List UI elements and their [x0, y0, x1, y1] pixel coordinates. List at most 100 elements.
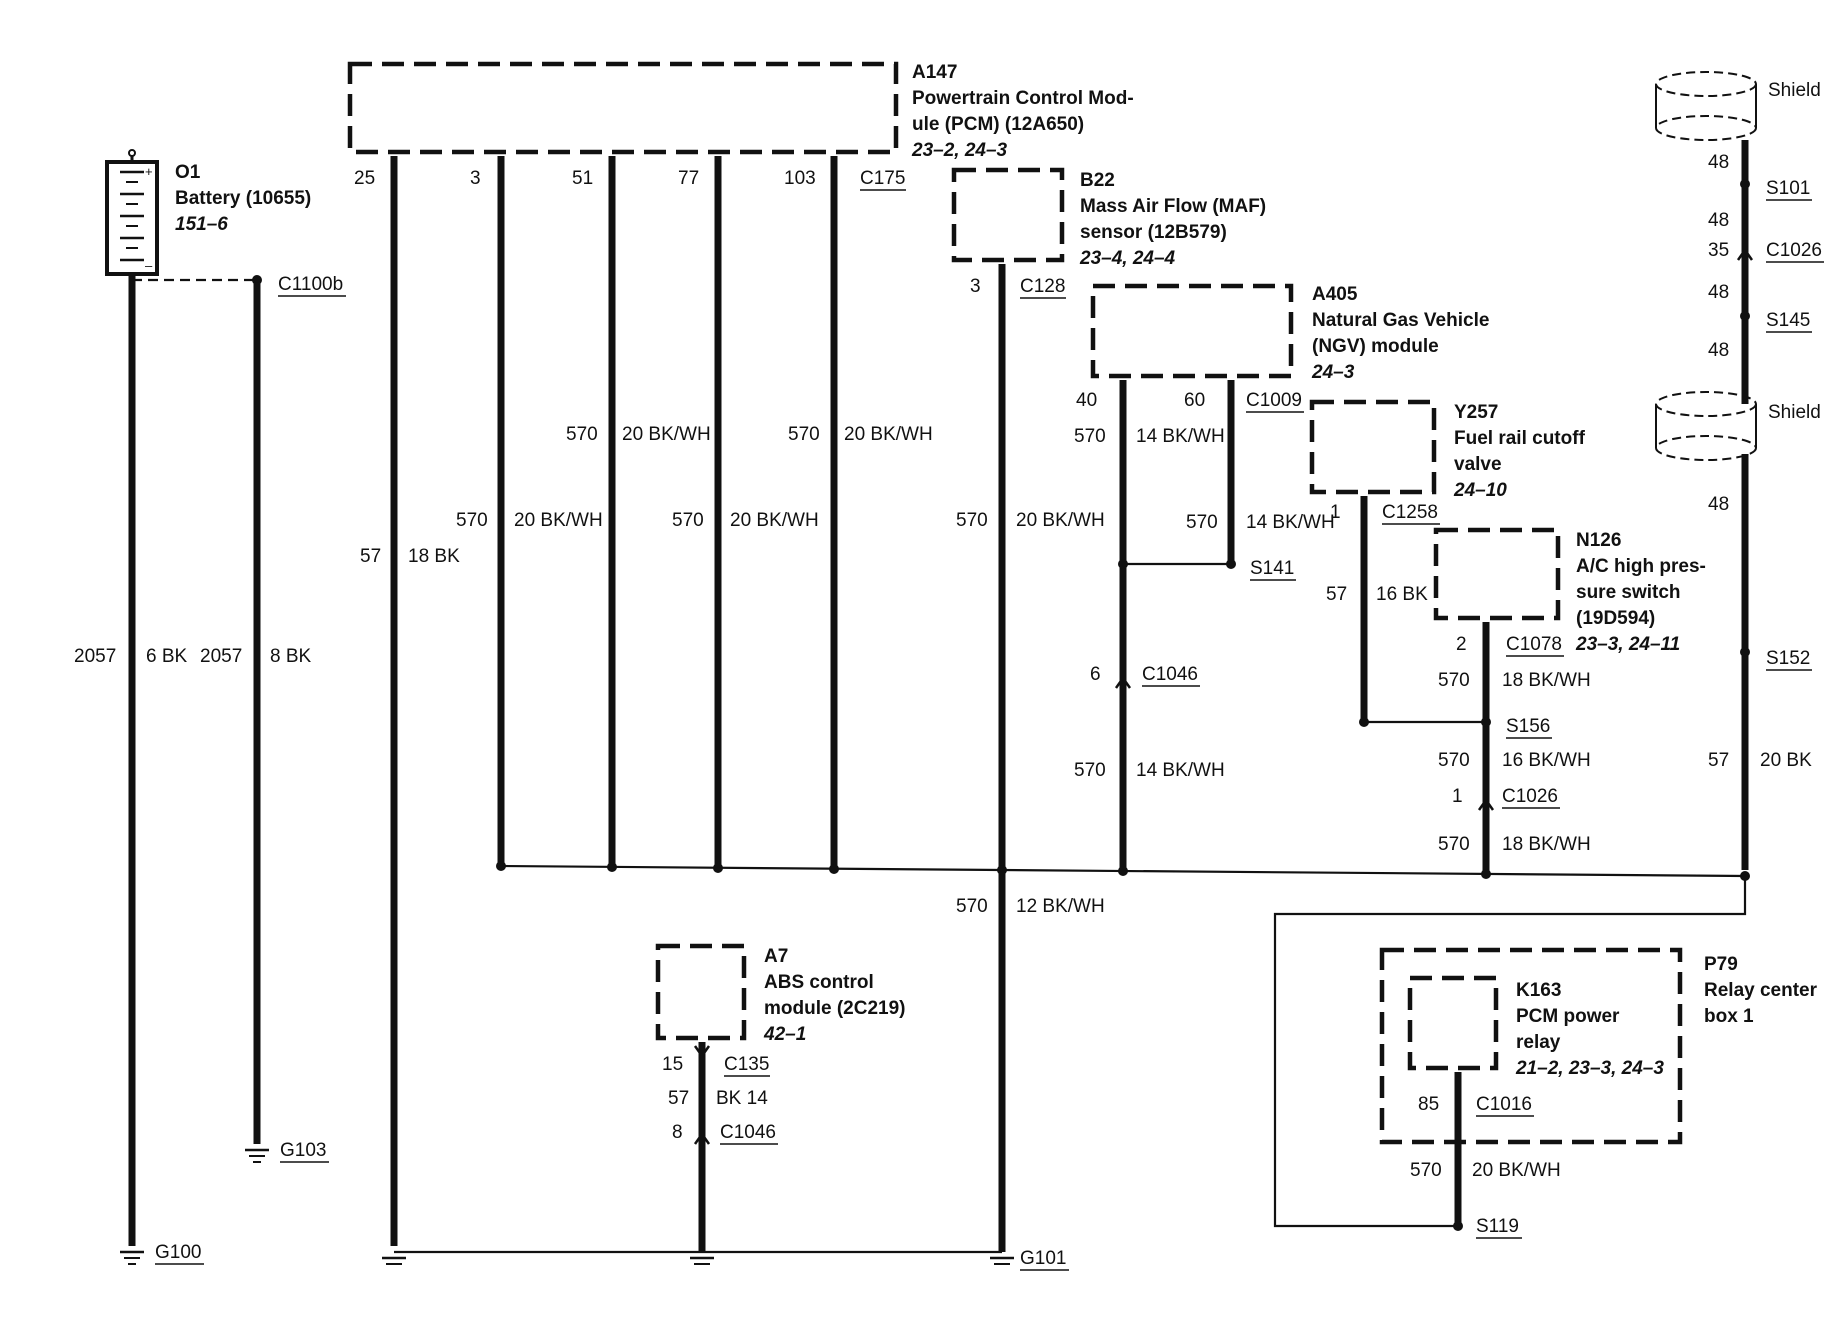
- ground-g100-symbol: [120, 1250, 144, 1265]
- connector-c1026-top-label: C1026: [1766, 240, 1822, 261]
- relay-pin-85: 85: [1418, 1094, 1439, 1115]
- connector-c128: C128: [1020, 276, 1065, 297]
- pcm-ref: 23–2, 24–3: [911, 140, 1008, 161]
- pcm-id: A147: [912, 62, 957, 83]
- ground-g103-symbol: [245, 1148, 269, 1163]
- wire-label-570b: 570: [566, 424, 598, 445]
- connector-c1046-abs: [693, 1131, 711, 1145]
- wire-label-570c: 570: [672, 510, 704, 531]
- wire-label-bk14: BK 14: [716, 1088, 768, 1109]
- relaybox-id: P79: [1704, 954, 1738, 975]
- ac-name-2: sure switch: [1576, 582, 1681, 603]
- wire-label-18bkwh-i: 18 BK/WH: [1502, 670, 1591, 691]
- connector-c1026-ac-label: C1026: [1502, 786, 1558, 807]
- pcm-name-2: ule (PCM) (12A650): [912, 114, 1084, 135]
- connector-c1046-ngv-label: C1046: [1142, 664, 1198, 685]
- pcm-name-1: Powertrain Control Mod-: [912, 88, 1134, 109]
- fuel-id: Y257: [1454, 402, 1498, 423]
- fuel-name-1: Fuel rail cutoff: [1454, 428, 1586, 449]
- splice-s156-label: S156: [1506, 716, 1550, 737]
- relay-center-box: [1379, 947, 1683, 1145]
- splice-bus-612: [607, 862, 617, 872]
- wire-label-20bkwh-b: 20 BK/WH: [622, 424, 711, 445]
- splice-s119-label: S119: [1476, 1216, 1519, 1237]
- splice-s156: [1481, 717, 1491, 727]
- wire-label-570j: 570: [1438, 750, 1470, 771]
- wire-label-2057a: 2057: [74, 646, 116, 667]
- pcm-relay-box: [1407, 975, 1499, 1071]
- wire-label-57d: 57: [668, 1088, 689, 1109]
- svg-text:+: +: [145, 164, 153, 179]
- connector-c135: C135: [724, 1054, 769, 1075]
- wire-label-570g: 570: [1186, 512, 1218, 533]
- wire-label-570m: 570: [1410, 1160, 1442, 1181]
- pin-3: 3: [470, 168, 481, 189]
- wire-label-570i: 570: [1438, 670, 1470, 691]
- ground-g101-symbol: [382, 1256, 1014, 1265]
- splice-s119: [1453, 1221, 1463, 1231]
- wire-label-16bk: 16 BK: [1376, 584, 1428, 605]
- splice-s152: [1740, 647, 1750, 657]
- wire-label-570k: 570: [1438, 834, 1470, 855]
- maf-name-2: sensor (12B579): [1080, 222, 1227, 243]
- battery-name: Battery (10655): [175, 188, 311, 209]
- abs-name-2: module (2C219): [764, 998, 905, 1019]
- splice-s145-label: S145: [1766, 310, 1810, 331]
- abs-box: [655, 943, 747, 1041]
- splice-s141: [1226, 559, 1236, 569]
- wire-label-570a: 570: [456, 510, 488, 531]
- wire-label-20bkwh-a: 20 BK/WH: [514, 510, 603, 531]
- battery-symbol: + –: [105, 149, 159, 276]
- wire-label-570f: 570: [1074, 426, 1106, 447]
- splice-s145: [1740, 311, 1750, 321]
- maf-name-1: Mass Air Flow (MAF): [1080, 196, 1266, 217]
- wire-label-570h: 570: [1074, 760, 1106, 781]
- splice-bus-501: [496, 861, 506, 871]
- fuel-pin-1: 1: [1330, 502, 1341, 523]
- battery-id: O1: [175, 162, 201, 183]
- connector-c1258: C1258: [1382, 502, 1438, 523]
- ac-switch-box: [1433, 527, 1561, 621]
- splice-s141-left: [1118, 559, 1128, 569]
- pin-25: 25: [354, 168, 375, 189]
- shield-bottom-label: Shield: [1768, 402, 1821, 423]
- relay-ref: 21–2, 23–3, 24–3: [1515, 1058, 1664, 1079]
- maf-box: [951, 167, 1065, 263]
- wire-label-2057b: 2057: [200, 646, 242, 667]
- wire-num-48c: 48: [1708, 282, 1729, 303]
- connector-c1016: C1016: [1476, 1094, 1532, 1115]
- wire-num-48d: 48: [1708, 340, 1729, 361]
- relay-name-2: relay: [1516, 1032, 1561, 1053]
- abs-pin-8: 8: [672, 1122, 683, 1143]
- connector-c1100b: C1100b: [278, 274, 343, 295]
- ngv-ref: 24–3: [1311, 362, 1355, 383]
- battery-ref: 151–6: [175, 214, 228, 235]
- abs-pin-15: 15: [662, 1054, 683, 1075]
- pin-35: 35: [1708, 240, 1729, 261]
- splice-bus-834: [829, 864, 839, 874]
- splice-bus-1486: [1481, 869, 1491, 879]
- wire-label-20bkwh-d: 20 BK/WH: [844, 424, 933, 445]
- pin-77: 77: [678, 168, 699, 189]
- shield-top-label: Shield: [1768, 80, 1821, 101]
- pcm-box: [347, 61, 899, 155]
- wire-label-12bkwh: 12 BK/WH: [1016, 896, 1105, 917]
- wire-num-48e: 48: [1708, 494, 1729, 515]
- wire-num-48b: 48: [1708, 210, 1729, 231]
- ngv-name-2: (NGV) module: [1312, 336, 1439, 357]
- ac-id: N126: [1576, 530, 1621, 551]
- wire-s119-loop: [1273, 876, 1747, 1228]
- wire-label-570l: 570: [956, 896, 988, 917]
- ngv-id: A405: [1312, 284, 1358, 305]
- ngv-name-1: Natural Gas Vehicle: [1312, 310, 1489, 331]
- splice-c1100b: [252, 275, 262, 285]
- shield-bottom-symbol: [1655, 391, 1757, 461]
- wire-label-18bkwh-k: 18 BK/WH: [1502, 834, 1591, 855]
- abs-ref: 42–1: [763, 1024, 806, 1045]
- splice-bus-718: [713, 863, 723, 873]
- connector-c1026-ac: [1477, 797, 1495, 811]
- connector-c1026-top: [1736, 247, 1754, 261]
- abs-id: A7: [764, 946, 788, 967]
- splice-s152-label: S152: [1766, 648, 1810, 669]
